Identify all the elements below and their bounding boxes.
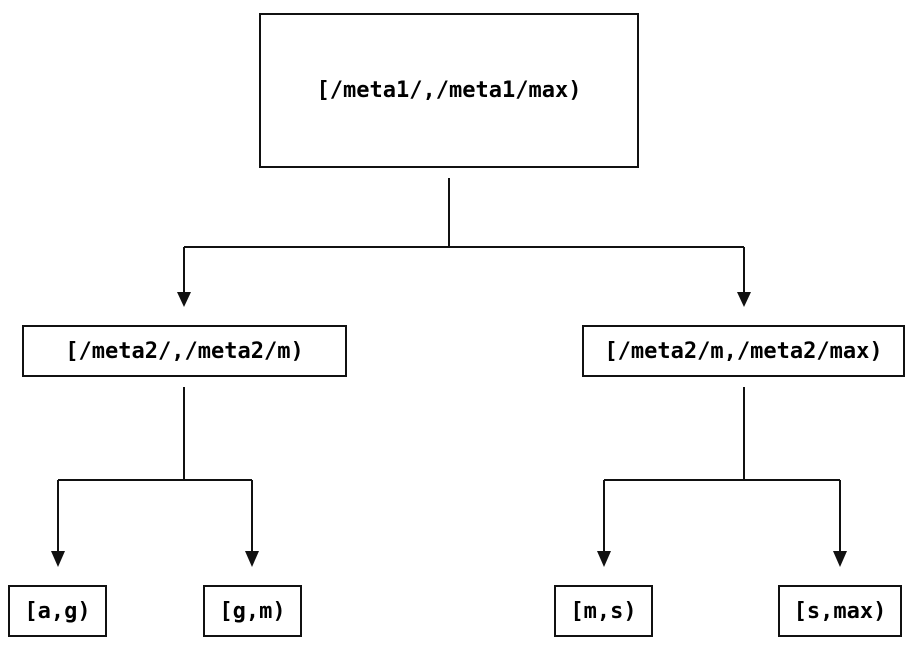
node-leaf-gm: [g,m) [203, 585, 302, 637]
arrow-down-icon [245, 551, 259, 567]
node-leaf-ms: [m,s) [554, 585, 653, 637]
node-leaf-smax-label: [s,max) [793, 598, 887, 624]
edge-right-to-children [603, 387, 841, 551]
arrow-down-icon [51, 551, 65, 567]
edge-left-to-children [57, 387, 253, 551]
node-leaf-ag: [a,g) [8, 585, 107, 637]
node-leaf-ms-label: [m,s) [570, 598, 637, 624]
node-root-label: [/meta1/,/meta1/max) [316, 78, 582, 103]
arrow-down-icon [177, 292, 191, 307]
node-left-child-label: [/meta2/,/meta2/m) [65, 338, 304, 364]
node-left-child: [/meta2/,/meta2/m) [22, 325, 347, 377]
edge-root-to-children [183, 178, 745, 292]
node-root: [/meta1/,/meta1/max) [259, 13, 639, 168]
connector-right-children [603, 387, 841, 551]
arrow-down-icon [737, 292, 751, 307]
node-leaf-ag-label: [a,g) [24, 598, 91, 624]
arrow-down-icon [833, 551, 847, 567]
connector-left-children [57, 387, 253, 551]
connector-root-children [183, 178, 745, 292]
arrow-down-icon [597, 551, 611, 567]
node-right-child-label: [/meta2/m,/meta2/max) [604, 338, 883, 364]
node-leaf-smax: [s,max) [778, 585, 902, 637]
node-right-child: [/meta2/m,/meta2/max) [582, 325, 905, 377]
node-leaf-gm-label: [g,m) [219, 598, 286, 624]
